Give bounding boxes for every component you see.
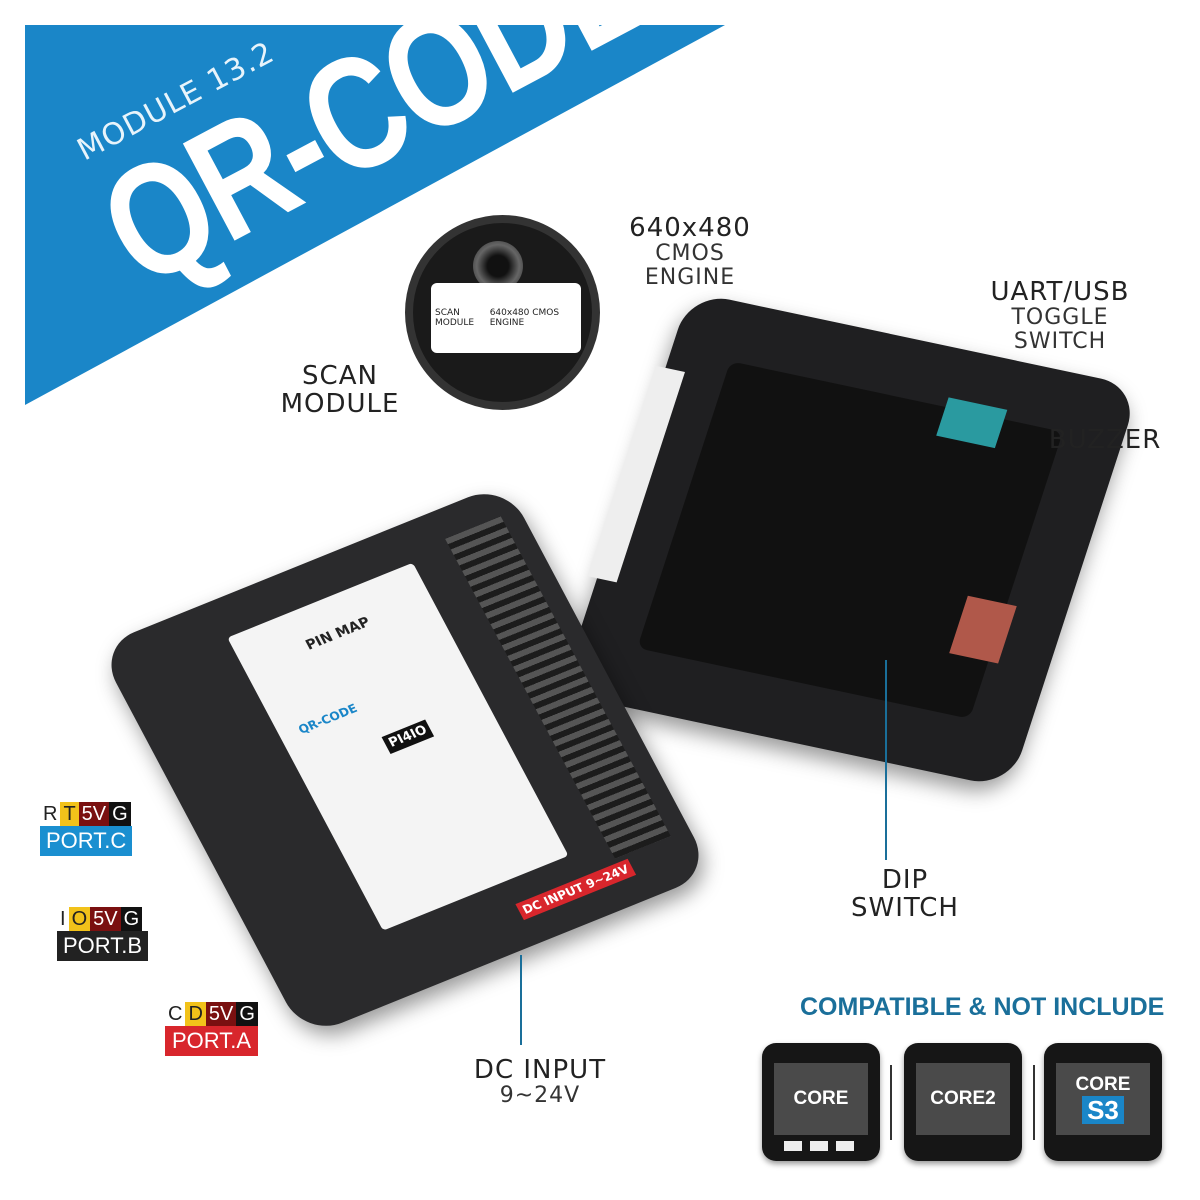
buzzer-callout: BUZZER	[1048, 425, 1162, 455]
pin: I	[60, 908, 66, 930]
engine-line1: 640x480	[629, 213, 751, 243]
scan-line2: MODULE	[280, 389, 400, 419]
pin: G	[109, 802, 131, 826]
uart-line1: UART/USB	[990, 277, 1130, 307]
pin: D	[185, 1002, 206, 1026]
pin: 5V	[205, 1002, 237, 1026]
pin: T	[60, 802, 79, 826]
pin: G	[236, 1002, 258, 1026]
core2-label: CORE2	[930, 1088, 996, 1109]
core2-device: CORE2	[904, 1043, 1022, 1161]
pin: 5V	[90, 907, 121, 931]
dc-line2: 9~24V	[499, 1083, 581, 1108]
core-label: CORE	[793, 1088, 849, 1109]
compatible-title: COMPATIBLE & NOT INCLUDE	[800, 993, 1165, 1021]
cores3-label: CORE	[1075, 1074, 1131, 1095]
port-name: PORT.A	[165, 1026, 258, 1056]
uart-line3: SWITCH	[1013, 329, 1107, 354]
pin: R	[43, 803, 58, 825]
panel-chip-label: PI4IO	[381, 719, 435, 754]
divider	[890, 1065, 892, 1140]
magnifier-scan-label: SCAN MODULE	[435, 308, 475, 328]
scan-line1: SCAN	[302, 361, 378, 391]
dip-arrow	[885, 660, 887, 860]
uart-line2: TOGGLE	[1011, 305, 1109, 330]
pin: 5V	[78, 802, 110, 826]
s3-badge: S3	[1082, 1096, 1124, 1124]
pin: C	[168, 1003, 183, 1025]
dip-line1: DIP	[881, 865, 929, 895]
pin-map-title: PIN MAP	[303, 614, 373, 654]
engine-callout: 640x480 CMOS ENGINE	[610, 214, 770, 290]
dc-badge-range: 9~24V	[583, 862, 632, 892]
magnifier-engine-label: 640x480 CMOS ENGINE	[489, 308, 560, 328]
dc-callout: DC INPUT 9~24V	[440, 1056, 640, 1108]
scan-callout: SCAN MODULE	[260, 362, 420, 418]
dc-line1: DC INPUT	[473, 1055, 607, 1085]
pin: O	[68, 907, 91, 931]
dc-arrow	[520, 955, 522, 1045]
device-back-view	[559, 291, 1141, 789]
engine-line3: ENGINE	[644, 265, 736, 290]
pin: G	[120, 907, 143, 931]
core-device: CORE	[762, 1043, 880, 1161]
camera-lens-icon	[473, 241, 523, 291]
dip-line2: SWITCH	[851, 893, 959, 923]
dip-callout: DIP SWITCH	[830, 866, 980, 922]
engine-line2: CMOS	[655, 241, 725, 266]
dc-badge: DC INPUT	[520, 880, 587, 917]
scan-module-magnifier: SCAN MODULE 640x480 CMOS ENGINE	[405, 215, 600, 410]
uart-callout: UART/USB TOGGLE SWITCH	[970, 278, 1150, 354]
port-name: PORT.B	[57, 931, 149, 961]
divider	[1033, 1065, 1035, 1140]
port-name: PORT.C	[40, 826, 133, 856]
panel-qr-label: QR-CODE	[295, 701, 360, 737]
